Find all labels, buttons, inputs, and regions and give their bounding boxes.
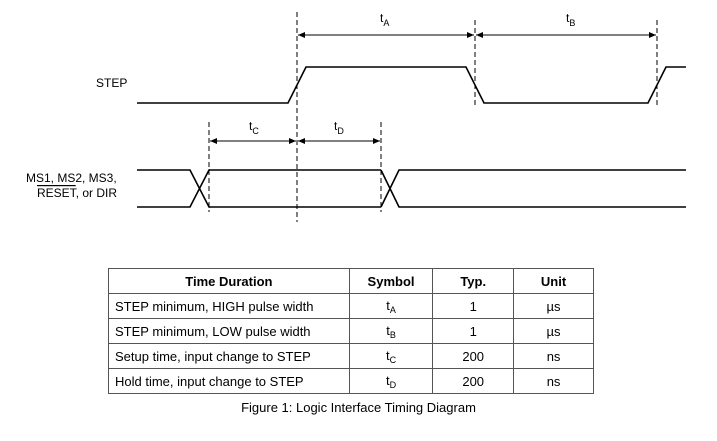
row-typ: 1: [432, 318, 515, 344]
table-row: Setup time, input change to STEP tC 200 …: [108, 343, 594, 369]
reset-overbar-label: RESET: [37, 186, 78, 200]
table-row: Hold time, input change to STEP tD 200 n…: [108, 368, 594, 394]
row-typ: 200: [432, 368, 515, 394]
ms-waveform-cross2-b: [380, 169, 686, 208]
row-symbol: tD: [348, 368, 434, 394]
row-duration: Setup time, input change to STEP: [108, 343, 350, 369]
row-unit: µs: [513, 318, 594, 344]
table-row: STEP minimum, LOW pulse width tB 1 µs: [108, 318, 594, 344]
header-time-duration: Time Duration: [108, 268, 350, 294]
figure-caption: Figure 1: Logic Interface Timing Diagram: [241, 400, 476, 415]
ms-signal-label-line1: MS1, MS2, MS3,: [26, 171, 117, 185]
ms-waveform-cross2-a: [380, 169, 686, 208]
header-typ: Typ.: [432, 268, 515, 294]
row-unit: ns: [513, 343, 594, 369]
table-header-row: Time Duration Symbol Typ. Unit: [108, 268, 594, 294]
row-typ: 1: [432, 293, 515, 319]
row-symbol: tA: [348, 293, 434, 319]
tc-label: tC: [249, 119, 259, 136]
td-label: tD: [334, 119, 344, 136]
ms-signal-label-suffix: , or DIR: [76, 186, 118, 200]
ms-waveform-lower: [137, 169, 210, 208]
row-symbol: tB: [348, 318, 434, 344]
ms-signal-label-line2: RESET, or DIR: [37, 186, 117, 200]
ta-label: tA: [380, 11, 389, 28]
row-duration: STEP minimum, HIGH pulse width: [108, 293, 350, 319]
header-unit: Unit: [513, 268, 594, 294]
row-unit: µs: [513, 293, 594, 319]
timing-table: Time Duration Symbol Typ. Unit STEP mini…: [108, 268, 594, 394]
header-symbol: Symbol: [348, 268, 434, 294]
row-duration: Hold time, input change to STEP: [108, 368, 350, 394]
row-duration: STEP minimum, LOW pulse width: [108, 318, 350, 344]
row-symbol: tC: [348, 343, 434, 369]
row-typ: 200: [432, 343, 515, 369]
table-row: STEP minimum, HIGH pulse width tA 1 µs: [108, 293, 594, 319]
step-waveform: [137, 66, 686, 104]
tb-label: tB: [566, 11, 575, 28]
step-signal-label: STEP: [96, 76, 127, 90]
timing-diagram: STEP MS1, MS2, MS3, RESET, or DIR tA tB …: [26, 11, 686, 222]
row-unit: ns: [513, 368, 594, 394]
